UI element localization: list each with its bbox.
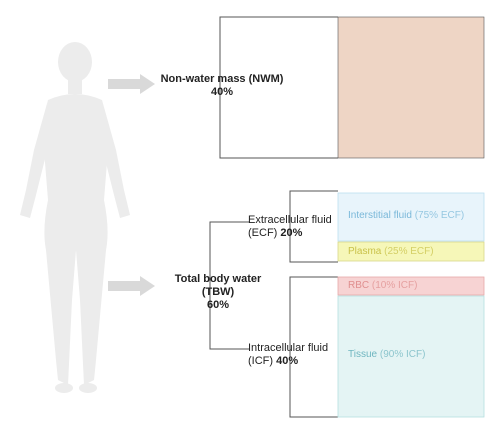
plasma-label: Plasma (25% ECF) [348, 246, 434, 257]
icf-percent: 40% [276, 355, 299, 367]
tissue-box [337, 295, 485, 418]
ecf-bracket [289, 190, 338, 263]
nwm-name: Non-water mass (NWM) [160, 73, 284, 85]
nwm-box [337, 16, 485, 159]
icf-name-line2: (ICF) [248, 355, 274, 367]
ecf-percent: 20% [280, 227, 303, 239]
ecf-name-line2: (ECF) [248, 227, 278, 239]
tbw-percent: 60% [206, 299, 230, 311]
tissue-label: Tissue (90% ICF) [348, 349, 425, 360]
ecf-label: Extracellular fluid (ECF) 20% [248, 214, 348, 240]
plasma-share: (25% ECF) [384, 246, 434, 257]
rbc-label: RBC (10% ICF) [348, 280, 417, 291]
rbc-share: (10% ICF) [371, 280, 418, 291]
ecf-name-line1: Extracellular fluid [248, 214, 332, 226]
tbw-bracket [209, 221, 250, 350]
interstitial-share: (75% ECF) [414, 210, 465, 221]
interstitial-label: Interstitial fluid (75% ECF) [348, 210, 464, 221]
rbc-box [337, 276, 485, 296]
tissue-share: (90% ICF) [379, 349, 426, 360]
nwm-label: Non-water mass (NWM) 40% [158, 73, 286, 99]
plasma-box [337, 241, 485, 262]
nwm-bracket [219, 16, 338, 159]
rbc-name: RBC [348, 280, 370, 291]
interstitial-name: Interstitial fluid [348, 210, 412, 221]
tbw-label: Total body water (TBW) 60% [158, 273, 278, 312]
arrow-to-nwm [108, 74, 155, 94]
icf-name-line1: Intracellular fluid [248, 342, 329, 354]
tbw-name: Total body water (TBW) [174, 273, 262, 298]
interstitial-box [337, 192, 485, 242]
human-silhouette [20, 42, 130, 393]
icf-bracket [289, 276, 338, 418]
arrow-to-tbw [108, 276, 155, 296]
icf-label: Intracellular fluid (ICF) 40% [248, 342, 348, 368]
plasma-name: Plasma [348, 246, 382, 257]
nwm-percent: 40% [210, 86, 234, 98]
tissue-name: Tissue [348, 349, 378, 360]
